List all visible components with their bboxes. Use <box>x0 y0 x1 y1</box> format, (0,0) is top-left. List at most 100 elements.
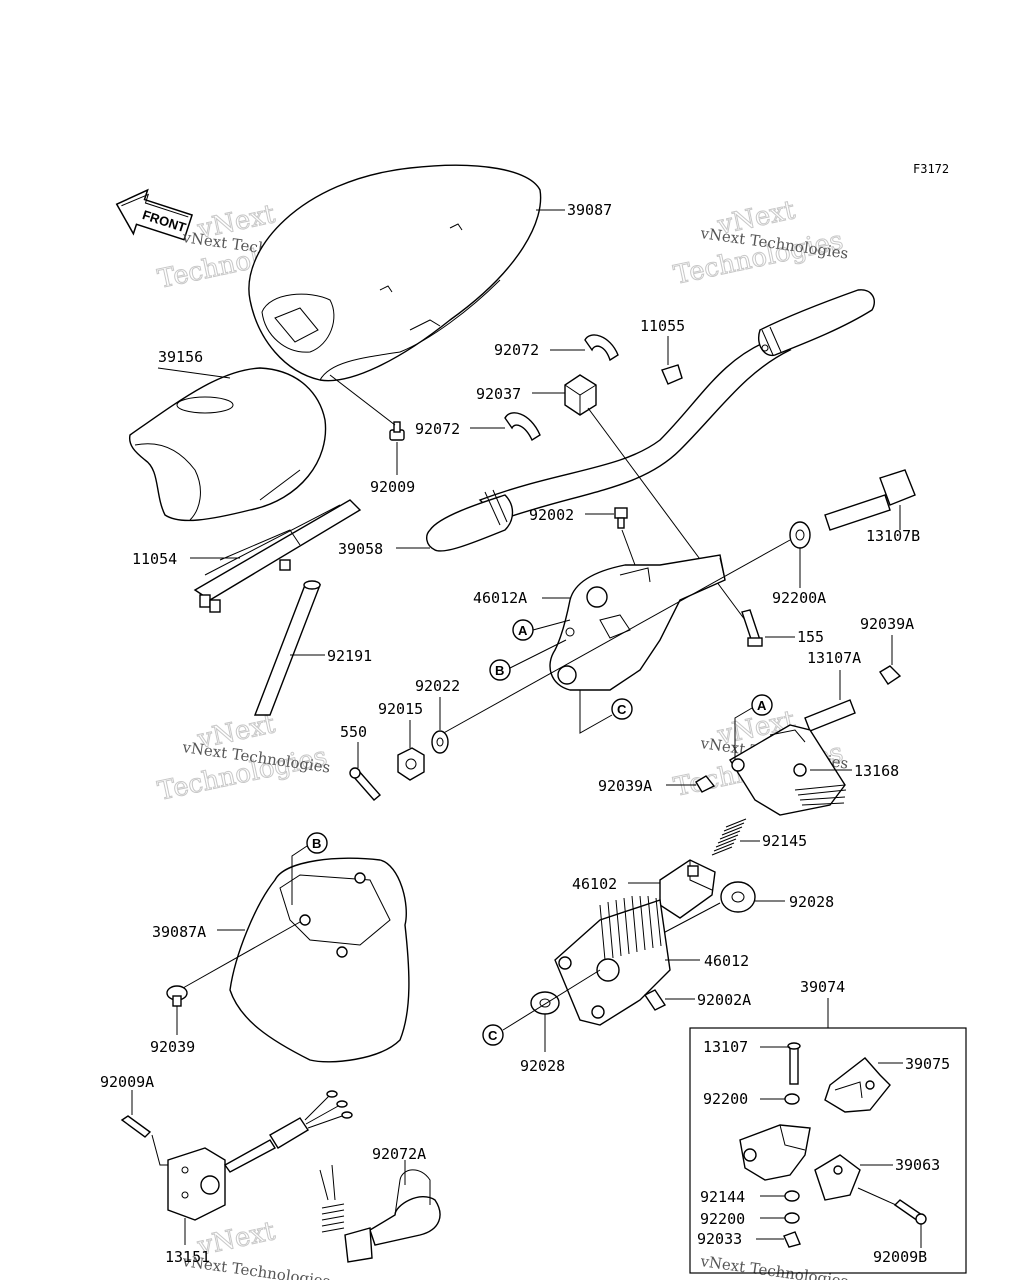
label-155: 155 <box>797 628 824 646</box>
cover-39087A <box>229 857 410 1063</box>
label-39074: 39074 <box>800 978 845 996</box>
block-92037 <box>564 374 597 416</box>
label-92033: 92033 <box>697 1230 742 1248</box>
block-46102 <box>659 859 716 919</box>
washer-92200A <box>789 521 811 549</box>
housing-46012 <box>554 895 671 1026</box>
washer-92022 <box>431 730 449 754</box>
spring-92145 <box>711 818 747 856</box>
figure-code: F3172 <box>913 162 949 176</box>
label-92002: 92002 <box>529 506 574 524</box>
label-92200-lower: 92200 <box>700 1210 745 1228</box>
ref-b-upper: B <box>489 639 567 681</box>
pin-13107 <box>787 1042 801 1085</box>
label-11054: 11054 <box>132 550 177 568</box>
ref-c-lower: C <box>482 969 601 1046</box>
label-92072-lower: 92072 <box>415 420 460 438</box>
label-13107B: 13107B <box>866 527 920 545</box>
cover-39087 <box>248 164 542 382</box>
block-39063 <box>814 1154 861 1201</box>
label-46012A: 46012A <box>473 589 527 607</box>
label-92072A: 92072A <box>372 1145 426 1163</box>
label-92200A: 92200A <box>772 589 826 607</box>
clamp-92072-lower <box>504 412 541 442</box>
washer-92200-upper <box>784 1093 800 1105</box>
housing-46012A <box>549 554 726 691</box>
label-39087A: 39087A <box>152 923 206 941</box>
ref-b-lower: B <box>291 832 328 905</box>
label-13107: 13107 <box>703 1038 748 1056</box>
svg-text:C: C <box>488 1028 498 1043</box>
label-92028-right: 92028 <box>789 893 834 911</box>
spring-92144 <box>784 1190 800 1202</box>
label-92009: 92009 <box>370 478 415 496</box>
svg-text:C: C <box>617 702 627 717</box>
label-39087: 39087 <box>567 201 612 219</box>
washer-92028-bottom <box>530 991 560 1015</box>
bolt-155 <box>741 609 763 647</box>
ref-a-upper: A <box>512 619 571 641</box>
label-39063: 39063 <box>895 1156 940 1174</box>
rod-92191 <box>253 580 322 716</box>
plate-13168 <box>729 724 847 816</box>
switch-13151 <box>167 1090 353 1221</box>
bracket-39075 <box>824 1057 891 1113</box>
label-92009A: 92009A <box>100 1073 154 1091</box>
label-92039: 92039 <box>150 1038 195 1056</box>
label-39058: 39058 <box>338 540 383 558</box>
svg-text:A: A <box>518 623 528 638</box>
svg-text:A: A <box>757 698 767 713</box>
pin-550 <box>349 767 382 801</box>
label-39075: 39075 <box>905 1055 950 1073</box>
screw-92009A <box>120 1115 152 1138</box>
bracket-11054 <box>193 499 362 613</box>
label-46012: 46012 <box>704 952 749 970</box>
label-13168: 13168 <box>854 762 899 780</box>
screw-92009 <box>389 421 405 441</box>
label-13107A: 13107A <box>807 649 861 667</box>
screw-92039A-left <box>695 775 716 793</box>
ref-c-upper: C <box>579 690 633 734</box>
label-92015: 92015 <box>378 700 423 718</box>
clip-11055 <box>661 364 683 385</box>
nut-92015 <box>397 747 425 781</box>
label-92039A-right: 92039A <box>860 615 914 633</box>
svg-text:B: B <box>495 663 504 678</box>
label-92145: 92145 <box>762 832 807 850</box>
bolt-92002 <box>614 507 628 529</box>
pad-39156 <box>128 367 327 522</box>
ring-92033 <box>783 1231 801 1248</box>
label-92072-upper: 92072 <box>494 341 539 359</box>
bolt-92002A <box>643 989 667 1011</box>
screw-92009B <box>893 1199 927 1225</box>
label-550: 550 <box>340 723 367 741</box>
bolt-13107B <box>824 469 916 531</box>
screw-92039 <box>166 985 188 1007</box>
washer-92200-lower <box>784 1212 800 1224</box>
label-92144: 92144 <box>700 1188 745 1206</box>
clamp-92072A <box>319 1164 441 1263</box>
handlebar-39058 <box>426 289 876 552</box>
svg-text:B: B <box>312 836 321 851</box>
label-92022: 92022 <box>415 677 460 695</box>
washer-92028-right <box>720 881 756 913</box>
label-92028-bottom: 92028 <box>520 1057 565 1075</box>
screw-92039A-right <box>879 665 902 685</box>
clamp-92072-upper <box>584 334 619 362</box>
label-92039A-left: 92039A <box>598 777 652 795</box>
label-92002A: 92002A <box>697 991 751 1009</box>
front-arrow-icon: FRONT <box>115 188 194 241</box>
housing-kit <box>739 1124 811 1181</box>
label-39156: 39156 <box>158 348 203 366</box>
label-92037: 92037 <box>476 385 521 403</box>
label-13151: 13151 <box>165 1248 210 1266</box>
label-92200-upper: 92200 <box>703 1090 748 1108</box>
label-92009B: 92009B <box>873 1248 927 1266</box>
pin-13107A <box>804 699 856 732</box>
svg-text:vNext Technologies: vNext Technologies <box>698 1252 849 1280</box>
label-11055: 11055 <box>640 317 685 335</box>
label-92191: 92191 <box>327 647 372 665</box>
ref-a-lower: A <box>734 694 773 760</box>
label-46102: 46102 <box>572 875 617 893</box>
